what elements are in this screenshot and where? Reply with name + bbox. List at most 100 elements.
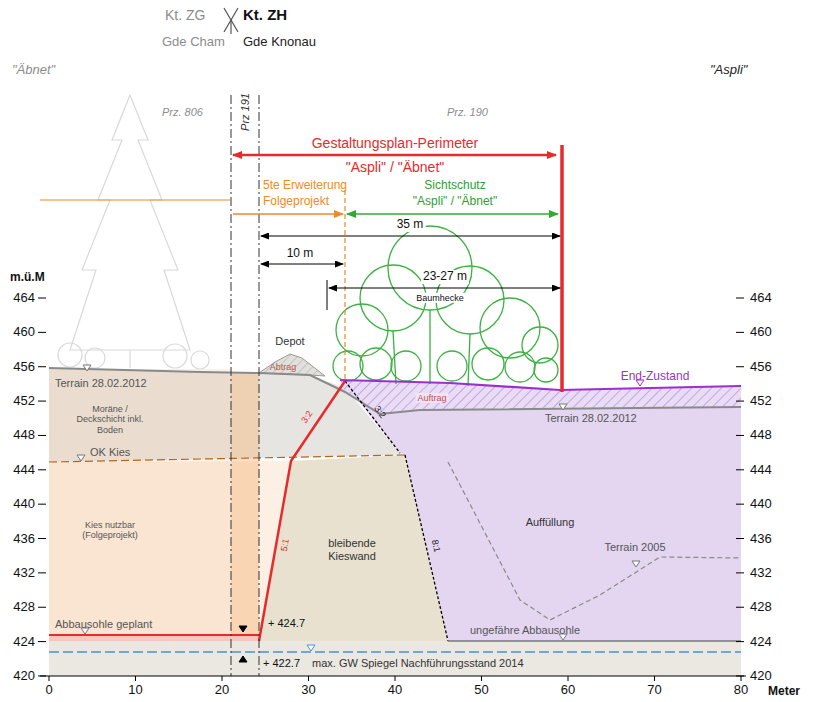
level-markers	[307, 645, 315, 651]
ground-regions	[49, 635, 259, 641]
hedge-trees	[437, 351, 467, 381]
perimeter-arrows	[347, 213, 558, 215]
level-markers	[83, 365, 91, 371]
elevation-value: + 424.7	[268, 617, 305, 630]
level-markers	[77, 455, 85, 461]
axis-value: 456	[750, 359, 772, 374]
axis-value: 456	[13, 359, 35, 374]
screen-label: Sichtschutz	[424, 179, 485, 193]
axis-value: 436	[750, 531, 772, 546]
axis-value: 460	[750, 325, 772, 340]
perimeter-arrows	[40, 145, 562, 392]
layer-label: Kies nutzbar (Folgeprojekt)	[69, 520, 151, 541]
canton-boundary-symbol	[224, 8, 238, 34]
ground-regions	[49, 641, 741, 676]
axis-value: 432	[750, 565, 772, 580]
hedge-trees	[391, 351, 421, 381]
parcel-lines	[231, 95, 232, 676]
axis-value: 440	[750, 497, 772, 512]
axis-value: 424	[750, 634, 772, 649]
ground-regions	[49, 369, 231, 641]
fill-label: Auftrag	[415, 393, 448, 403]
axis-value: 444	[750, 462, 772, 477]
hedge-trees	[472, 348, 504, 380]
axis-value: 20	[215, 683, 229, 698]
axis-value: 424	[13, 634, 35, 649]
municipality-name: Gde Knonau	[243, 35, 316, 50]
hedge-trees	[522, 327, 558, 363]
municipality-name: Gde Cham	[162, 35, 225, 50]
dimension-value: 35 m	[395, 218, 426, 232]
hedge-trees	[505, 352, 535, 382]
fill-and-depot	[259, 354, 741, 414]
axis-unit: m.ü.M	[10, 271, 45, 285]
axis-value: 452	[13, 394, 35, 409]
left-tree	[70, 95, 190, 350]
axis-value: 70	[647, 683, 661, 698]
terrain-label: Terrain 28.02.2012	[545, 412, 637, 425]
perimeter-title: "Aspli" / "Äbnet"	[346, 159, 444, 175]
level-markers	[632, 561, 640, 567]
axis-value: 444	[13, 462, 35, 477]
perimeter-title: Gestaltungsplan-Perimeter	[312, 135, 479, 151]
extension-label: Folgeprojekt	[263, 195, 329, 209]
left-tree	[129, 350, 130, 368]
axis-unit: Meter	[768, 685, 800, 699]
terrain-lines	[49, 651, 741, 652]
hedge-trees	[360, 348, 392, 380]
quarry-floor-label: ungefähre Abbausohle	[470, 624, 580, 637]
cut-label: Abtrag	[270, 362, 297, 372]
ground-regions	[231, 372, 259, 641]
fill-area-label: Auffüllung	[526, 516, 575, 529]
perimeter-arrows	[40, 200, 231, 201]
axis-value: 448	[750, 428, 772, 443]
hedge-trees	[480, 298, 540, 358]
perimeter-arrows	[344, 190, 345, 380]
wall-label: bleibende Kieswand	[316, 537, 388, 562]
left-tree	[163, 344, 187, 368]
terrain-lines	[49, 634, 259, 636]
axis-value: 50	[474, 683, 488, 698]
axis-value: 428	[750, 600, 772, 615]
dimension-value: 23-27 m	[421, 270, 469, 284]
terrain-lines	[405, 455, 448, 641]
canton-boundary-symbol	[230, 20, 231, 34]
canton-name: Kt. ZG	[165, 7, 205, 23]
extension-label: 5te Erweiterung	[263, 179, 347, 193]
parcel-lines	[259, 95, 260, 676]
hedge-trees	[534, 358, 558, 382]
axis-value: 40	[388, 683, 402, 698]
layer-label: Moräne / Deckschicht inkl. Boden	[69, 404, 151, 435]
axis-value: 420	[13, 668, 35, 683]
perimeter-arrows	[233, 213, 343, 215]
terrain-lines	[345, 381, 400, 453]
axis-value: 30	[301, 683, 315, 698]
left-tree	[191, 351, 209, 369]
axis-value: 428	[13, 600, 35, 615]
dimension-lines	[327, 280, 328, 310]
axis-value: 80	[734, 683, 748, 698]
axis-value: 420	[750, 668, 772, 683]
level-markers	[77, 365, 644, 662]
level-markers	[559, 404, 567, 410]
hedge-trees	[429, 310, 430, 384]
terrain-lines	[448, 462, 741, 620]
terrain-label: Terrain 2005	[604, 541, 665, 554]
axis-value: 452	[750, 394, 772, 409]
left-tree	[58, 343, 82, 367]
slope-ratio: 5:1	[279, 538, 291, 552]
canton-boundary-symbol	[224, 8, 238, 20]
axes	[38, 298, 744, 681]
parcel-number: Prz. 806	[160, 106, 205, 119]
hedge-trees	[468, 334, 470, 386]
axis-value: 464	[750, 291, 772, 306]
canton-name: Kt. ZH	[243, 6, 287, 23]
quarry-floor-label: Abbausohle geplant	[55, 618, 152, 631]
level-markers	[239, 626, 247, 632]
axes	[40, 676, 746, 677]
perimeter-arrows	[233, 154, 556, 157]
ground-regions	[345, 384, 741, 641]
dimension-lines	[261, 236, 560, 237]
terrain-lines	[259, 381, 345, 641]
